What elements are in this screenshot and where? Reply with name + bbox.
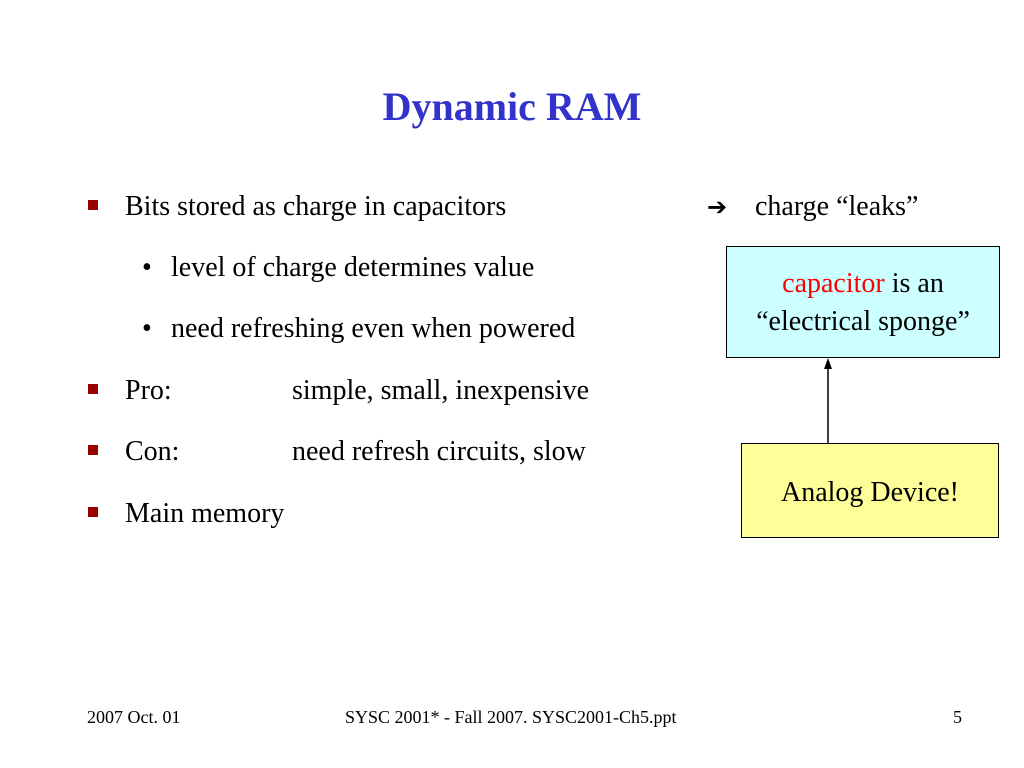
footer-page-number: 5: [953, 707, 962, 727]
footer-date: 2007 Oct. 01: [87, 707, 181, 727]
bullet-value: need refresh circuits, slow: [292, 436, 586, 467]
analog-device-box: Analog Device!: [741, 443, 999, 538]
bullet-label: Con:: [125, 436, 180, 467]
callout-line-1: capacitor is an: [727, 265, 999, 303]
dot-bullet-icon: •: [142, 252, 152, 283]
square-bullet-icon: [88, 507, 98, 517]
bullet-text: Main memory: [125, 498, 285, 529]
bullet-value: simple, small, inexpensive: [292, 375, 590, 406]
right-arrow-icon: ➔: [707, 193, 728, 221]
square-bullet-icon: [88, 200, 98, 210]
capacitor-callout-box: capacitor is an “electrical sponge”: [726, 246, 1000, 358]
dot-bullet-icon: •: [142, 313, 152, 344]
square-bullet-icon: [88, 384, 98, 394]
arrowhead-icon: [824, 358, 832, 369]
sub-bullet-text: need refreshing even when powered: [171, 313, 576, 344]
bullet-text-after-arrow: charge “leaks”: [755, 191, 919, 222]
footer-course: SYSC 2001* - Fall 2007. SYSC2001-Ch5.ppt: [345, 707, 677, 727]
callout-text: is an: [884, 268, 944, 299]
sub-bullet-text: level of charge determines value: [171, 252, 535, 283]
callout-highlight-word: capacitor: [782, 268, 885, 299]
bullet-text: Bits stored as charge in capacitors: [125, 191, 507, 222]
analog-device-text: Analog Device!: [780, 477, 960, 508]
square-bullet-icon: [88, 445, 98, 455]
callout-line-2: “electrical sponge”: [756, 306, 970, 337]
slide-title: Dynamic RAM: [382, 84, 642, 129]
bullet-label: Pro:: [125, 375, 172, 406]
